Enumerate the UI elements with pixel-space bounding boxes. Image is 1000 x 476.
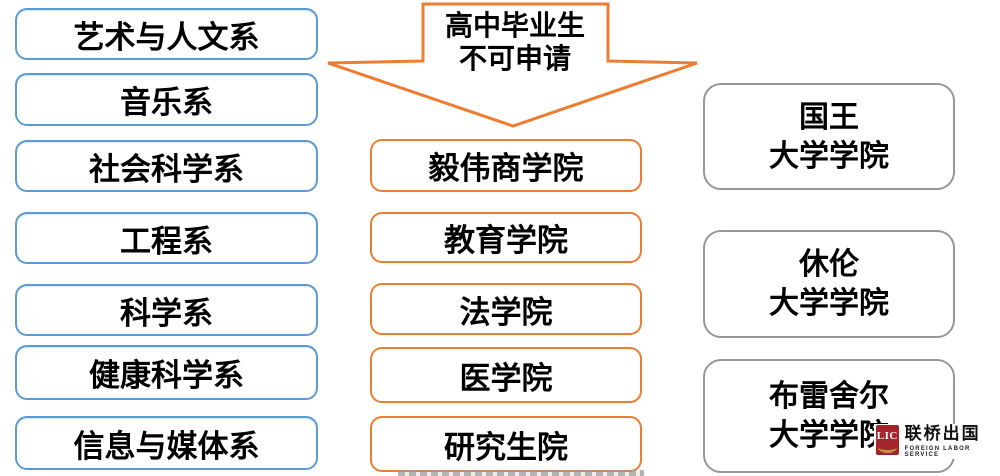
college-label-line2: 大学学院 — [769, 287, 889, 320]
arrow-callout-line2: 不可申请 — [458, 43, 571, 75]
faculty-box-music: 音乐系 — [15, 73, 318, 126]
faculty-label: 科学系 — [120, 295, 213, 331]
faculty-box-arts-humanities: 艺术与人文系 — [15, 8, 318, 60]
logo-tagline: FOREIGN LABOR SERVICE — [904, 445, 971, 458]
faculty-label: 音乐系 — [120, 85, 213, 120]
college-label-line1: 布雷舍尔 — [769, 380, 889, 413]
college-label-line2: 大学学院 — [769, 139, 889, 173]
arrow-callout-line1: 高中毕业生 — [444, 10, 585, 41]
faculty-box-information-media: 信息与媒体系 — [15, 416, 318, 470]
faculty-label: 工程系 — [120, 223, 213, 259]
school-box-law: 法学院 — [370, 283, 642, 335]
college-label-line2: 大学学院 — [769, 419, 889, 452]
logo-text-block: 联桥出国 FOREIGN LABOR SERVICE — [904, 424, 998, 458]
college-label: 布雷舍尔 大学学院 — [769, 377, 889, 455]
watermark-text-cutoff — [398, 470, 644, 476]
faculty-box-social-science: 社会科学系 — [15, 140, 318, 192]
faculty-box-health-science: 健康科学系 — [15, 345, 318, 400]
school-box-education: 教育学院 — [370, 212, 642, 263]
school-box-ivey-business: 毅伟商学院 — [370, 139, 642, 192]
faculty-label: 艺术与人文系 — [73, 19, 260, 55]
school-label: 毅伟商学院 — [428, 151, 584, 186]
college-label-line1: 国王 — [799, 100, 859, 134]
school-label: 教育学院 — [444, 223, 568, 258]
logo-name: 联桥出国 — [904, 424, 981, 443]
college-box-kings: 国王 大学学院 — [703, 83, 955, 190]
school-label: 研究生院 — [444, 429, 568, 465]
logo-monogram: LIC — [876, 430, 898, 442]
faculty-box-engineering: 工程系 — [15, 212, 318, 264]
school-label: 法学院 — [459, 294, 553, 330]
college-label: 国王 大学学院 — [769, 98, 889, 176]
faculty-box-science: 科学系 — [15, 284, 318, 336]
down-arrow-shape — [327, 2, 698, 128]
school-label: 医学院 — [459, 360, 553, 396]
college-label: 休伦 大学学院 — [769, 245, 889, 323]
lic-logo-icon: LIC — [876, 425, 899, 455]
faculty-label: 社会科学系 — [89, 151, 244, 187]
faculty-label: 健康科学系 — [89, 358, 244, 393]
arrow-callout-text: 高中毕业生 不可申请 — [408, 9, 622, 75]
faculty-label: 信息与媒体系 — [73, 428, 260, 464]
college-label-line1: 休伦 — [799, 248, 859, 281]
agency-logo: LIC 联桥出国 FOREIGN LABOR SERVICE — [874, 424, 1000, 459]
school-box-graduate: 研究生院 — [370, 416, 642, 472]
school-box-medicine: 医学院 — [370, 347, 642, 403]
college-box-huron: 休伦 大学学院 — [703, 230, 955, 338]
